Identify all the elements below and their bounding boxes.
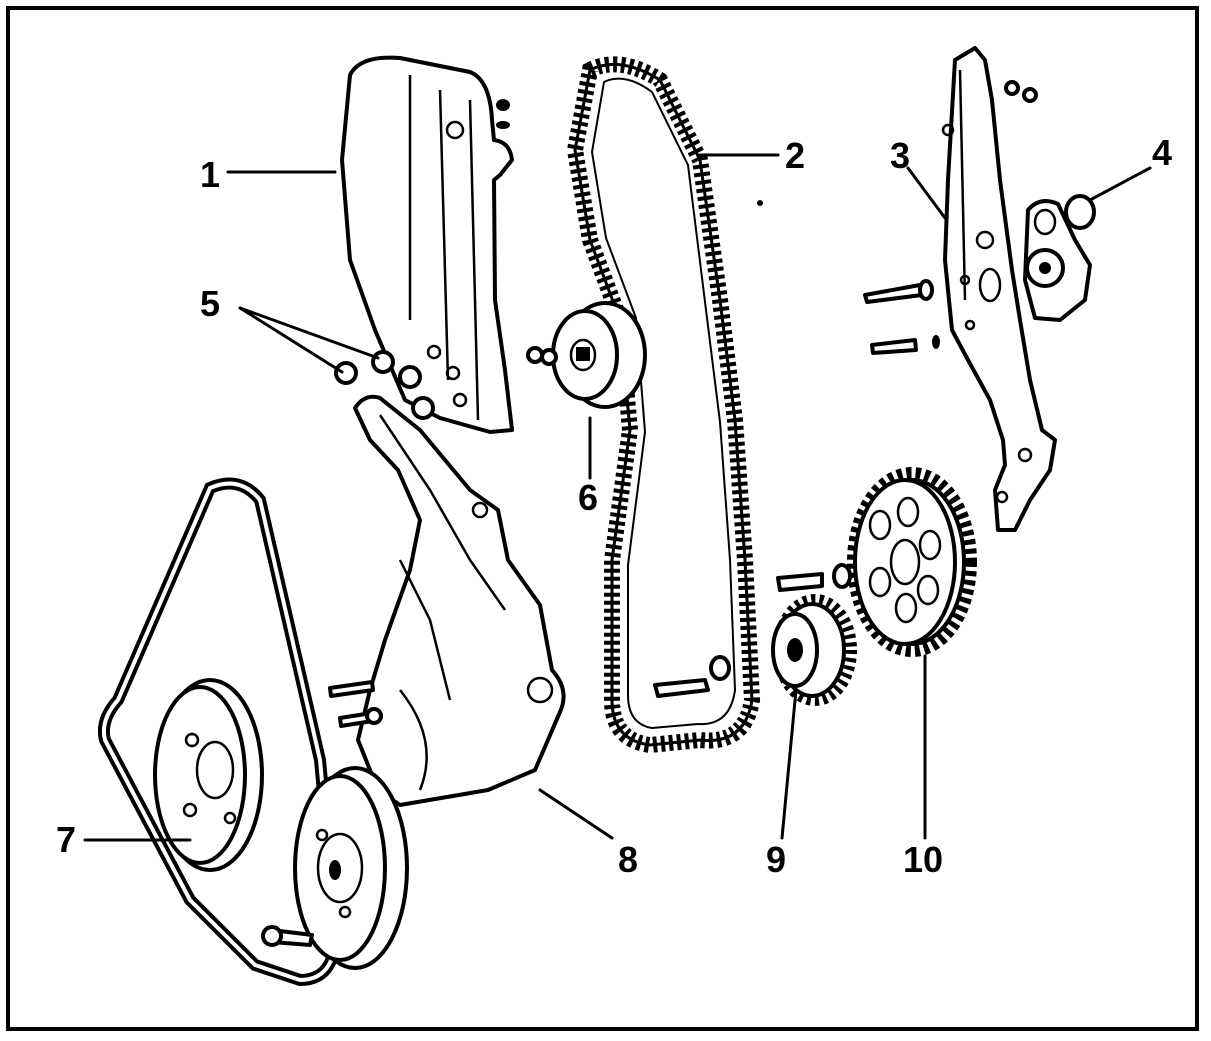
crankshaft-sprocket — [771, 594, 857, 706]
callout-1: 1 — [200, 154, 220, 195]
callout-3: 3 — [890, 135, 910, 176]
callout-7: 7 — [56, 819, 76, 860]
upper-timing-cover — [340, 55, 514, 434]
callout-8: 8 — [618, 839, 638, 880]
tensioner-pulley — [526, 301, 647, 409]
timing-belt — [566, 56, 763, 754]
crank-pulley-assembly — [97, 477, 409, 987]
leader-lines — [83, 153, 1152, 842]
cover-fasteners — [334, 350, 435, 420]
callout-labels: 1 2 3 4 5 6 7 8 9 10 — [56, 132, 1172, 880]
lower-timing-cover — [353, 394, 566, 807]
callout-6: 6 — [578, 477, 598, 518]
callout-4: 4 — [1152, 132, 1172, 173]
callout-9: 9 — [766, 839, 786, 880]
rear-cover-plate — [863, 46, 1057, 532]
camshaft-sprocket — [776, 467, 977, 657]
callout-10: 10 — [903, 839, 943, 880]
callout-5: 5 — [200, 283, 220, 324]
water-pump — [1023, 194, 1096, 322]
callout-2: 2 — [785, 135, 805, 176]
